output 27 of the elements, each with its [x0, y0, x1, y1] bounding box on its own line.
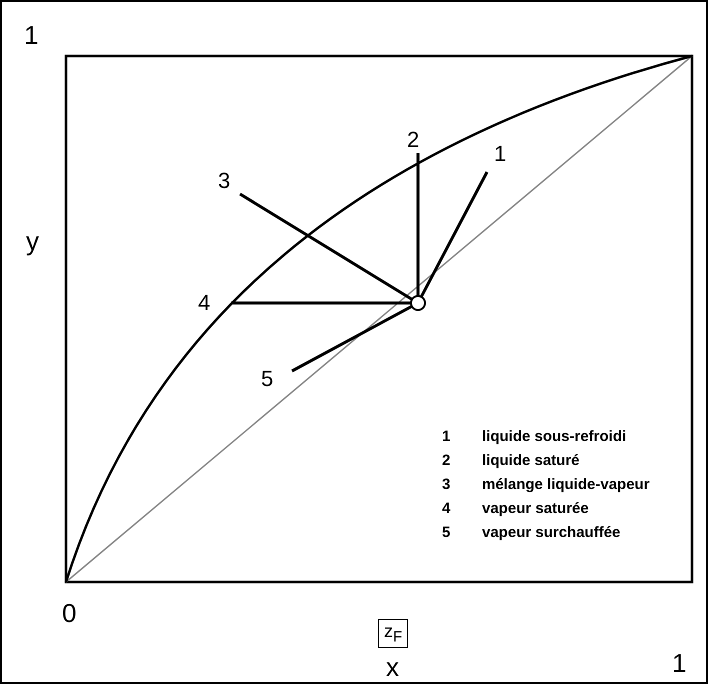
- axis-tick-label: 1: [672, 650, 686, 676]
- feed-point-circle: [410, 295, 426, 311]
- legend-text: mélange liquide-vapeur: [482, 477, 650, 492]
- q-line: [231, 302, 411, 304]
- axis-tick-label: 1: [24, 22, 38, 48]
- q-line: [291, 305, 413, 372]
- q-line: [239, 192, 413, 301]
- line-number: 1: [494, 143, 506, 165]
- axis-tick-label: 0: [62, 600, 76, 626]
- feed-composition-box: z$_{F}$: [378, 619, 408, 648]
- q-line: [416, 153, 420, 296]
- legend-text: vapeur saturée: [482, 501, 589, 516]
- line-number: 2: [407, 129, 420, 151]
- line-number: 3: [218, 170, 230, 192]
- line-number: 4: [198, 292, 210, 314]
- legend-text: liquide saturé: [482, 453, 580, 468]
- legend-number: 2: [442, 453, 450, 468]
- legend-number: 3: [442, 477, 450, 492]
- line-number: 5: [261, 368, 274, 390]
- legend-text: vapeur surchauffée: [482, 525, 620, 540]
- legend-number: 4: [442, 501, 450, 516]
- legend-text: liquide sous-refroidi: [482, 429, 626, 444]
- legend-number: 1: [442, 429, 450, 444]
- q-line: [420, 171, 488, 298]
- legend-number: 5: [442, 525, 450, 540]
- axis-label: x: [386, 654, 399, 680]
- axis-label: y: [26, 228, 39, 254]
